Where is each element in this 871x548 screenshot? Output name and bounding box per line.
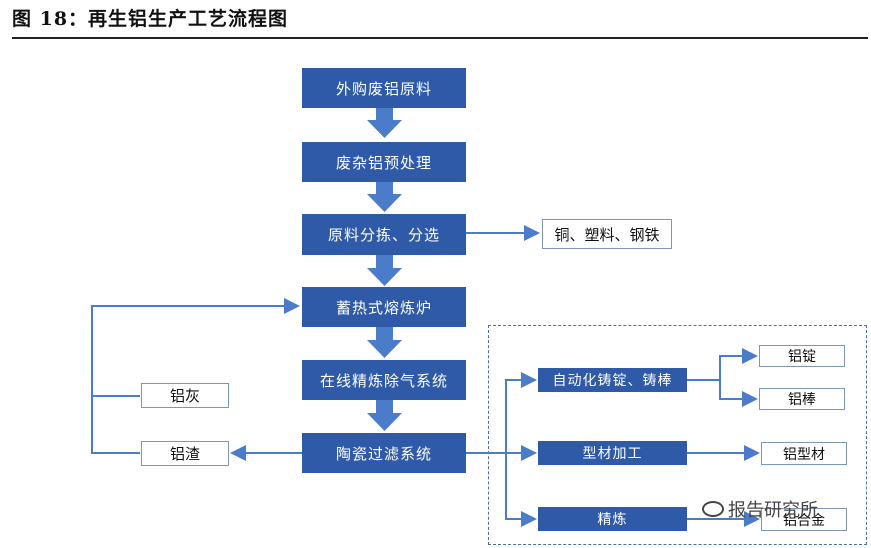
product-alloy: 铝合金 <box>761 508 847 531</box>
step-inline-degassing: 在线精炼除气系统 <box>302 360 466 400</box>
process-casting: 自动化铸锭、铸棒 <box>538 368 687 392</box>
block-arrow-4 <box>367 327 402 358</box>
block-arrow-5 <box>367 400 402 431</box>
arrow-to-casting <box>505 372 537 453</box>
downstream-panel <box>488 325 867 545</box>
byproduct-slag: 铝渣 <box>141 441 229 466</box>
arrow-to-ingot <box>719 348 758 380</box>
watermark: 报告研究所 <box>702 496 818 522</box>
process-profile: 型材加工 <box>538 441 687 465</box>
step-purchase-scrap: 外购废铝原料 <box>302 68 466 108</box>
arrow-to-refining <box>505 453 537 527</box>
product-profile: 铝型材 <box>761 442 847 465</box>
byproduct-ash: 铝灰 <box>141 383 229 408</box>
block-arrow-3 <box>367 255 402 286</box>
step-ceramic-filtration: 陶瓷过滤系统 <box>302 433 466 473</box>
step-sorting: 原料分拣、分选 <box>302 214 466 255</box>
chat-bubble-icon <box>702 501 724 517</box>
arrow-loop-to-furnace <box>91 298 300 454</box>
step-pretreatment: 废杂铝预处理 <box>302 142 466 182</box>
arrow-to-rod <box>719 380 758 407</box>
step-regenerative-furnace: 蓄热式熔炼炉 <box>302 287 466 327</box>
watermark-text: 报告研究所 <box>728 500 818 521</box>
process-refining: 精炼 <box>538 507 687 531</box>
block-arrow-2 <box>367 182 402 212</box>
figure-title: 图 18：再生铝生产工艺流程图 <box>12 8 289 30</box>
block-arrow-1 <box>367 108 402 138</box>
product-ingot: 铝锭 <box>759 345 845 367</box>
title-divider <box>12 37 868 39</box>
product-rod: 铝棒 <box>759 388 845 410</box>
byproduct-metals: 铜、塑料、钢铁 <box>542 219 672 249</box>
